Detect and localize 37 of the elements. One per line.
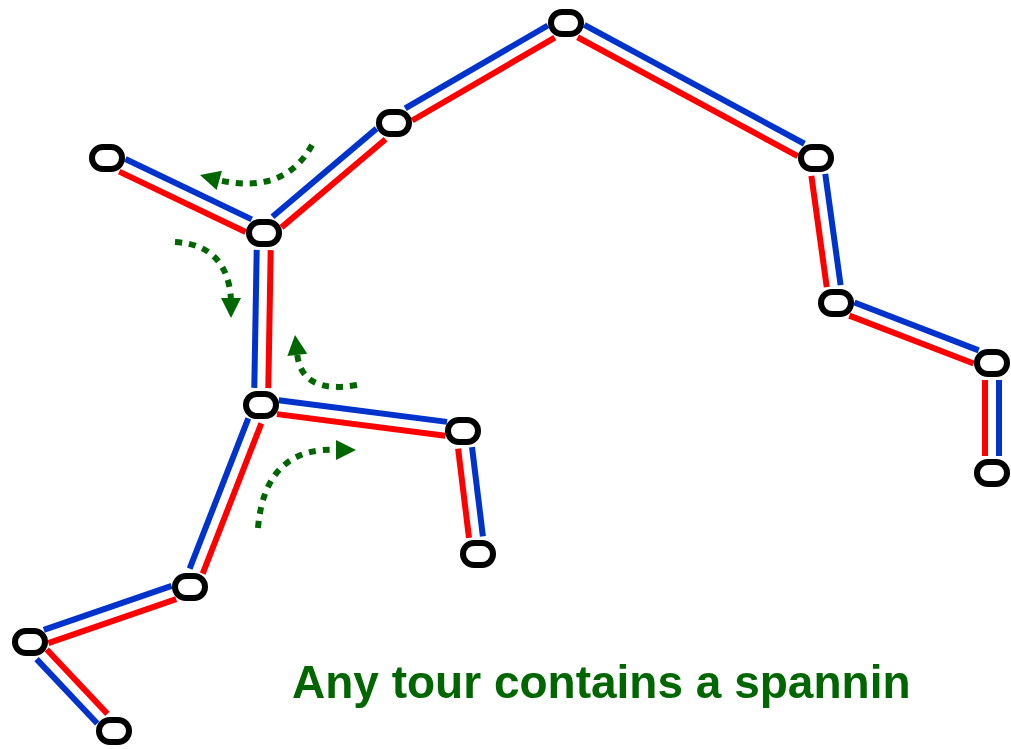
edge-line xyxy=(469,446,486,537)
edge-line xyxy=(118,168,247,235)
edge-line xyxy=(996,380,1002,456)
edge-line xyxy=(808,175,830,288)
edge-line xyxy=(265,250,274,389)
edge-line xyxy=(822,173,844,286)
edge-line xyxy=(576,34,800,159)
edge-line xyxy=(276,411,446,439)
edge-line xyxy=(455,448,472,539)
graph-vertex xyxy=(974,459,1010,487)
edge-line xyxy=(124,156,253,223)
graph-vertex xyxy=(96,717,132,745)
graph-vertex xyxy=(445,417,481,445)
edge-line xyxy=(44,647,110,716)
graph-vertex xyxy=(974,349,1010,377)
graph-vertex xyxy=(12,628,48,656)
graph-vertex xyxy=(89,144,125,172)
edge-line xyxy=(34,657,100,726)
graph-vertex xyxy=(246,219,282,247)
graph-vertex xyxy=(548,9,584,37)
graph-vertex xyxy=(243,391,279,419)
graph-vertex xyxy=(818,289,854,317)
graph-vertex xyxy=(798,144,834,172)
edge-line xyxy=(403,22,550,111)
graph-vertex xyxy=(376,109,412,137)
edge-line xyxy=(853,299,980,354)
graph-vertex xyxy=(172,573,208,601)
edge-line xyxy=(278,397,448,425)
edge-line xyxy=(42,583,173,633)
edge-line xyxy=(186,417,252,570)
graph-vertex xyxy=(460,540,496,568)
edge-line xyxy=(199,422,265,575)
edge-line xyxy=(982,380,988,456)
edge-line xyxy=(848,312,975,367)
edge-line xyxy=(251,249,260,388)
caption-text: Any tour contains a spannin xyxy=(292,655,911,710)
edge-line xyxy=(47,596,178,646)
